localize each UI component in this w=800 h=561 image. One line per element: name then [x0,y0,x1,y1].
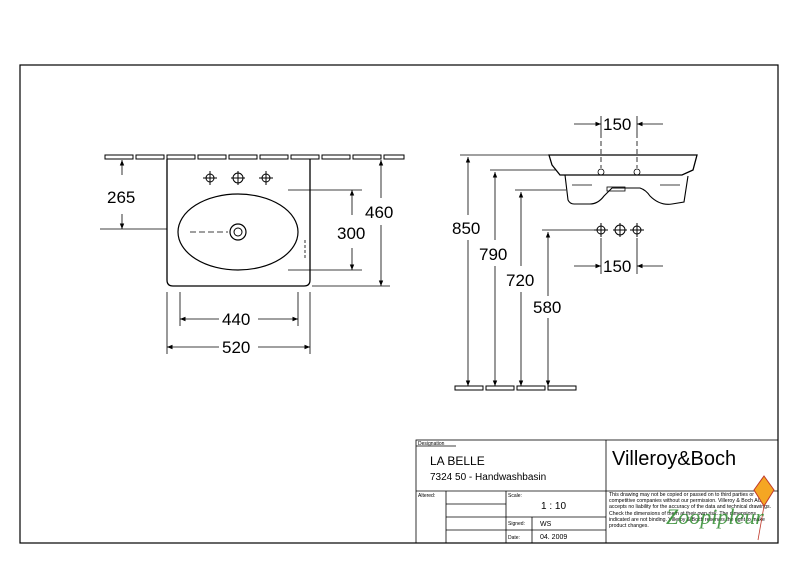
brand-logo: Villeroy&Boch [612,448,736,470]
front-view: 265 300 460 440 [100,154,405,357]
product-name: LA BELLE [430,454,485,468]
watermark-text: Zoopipleur [666,504,764,529]
date-value: 04. 2009 [540,534,567,541]
signed-value: WS [540,521,552,528]
dim-520 [166,292,311,354]
dim-label-265: 265 [107,188,135,207]
dim-label-720: 720 [506,271,534,290]
drawing-frame [19,64,779,544]
front-wall-line [104,154,405,160]
drain-icon [229,223,247,241]
dim-150-bottom [574,238,663,274]
dim-label-850: 850 [452,219,480,238]
dim-label-520: 520 [222,338,250,357]
tap-holes-front [203,171,273,185]
notice-text: This drawing may not be copied or passed… [609,492,772,530]
floor-line [454,385,577,391]
basin-outline-front [166,159,311,287]
dim-150-top [574,116,663,133]
dim-300 [288,189,362,271]
date-label: Date: [508,535,520,541]
dim-label-460: 460 [365,203,393,222]
designation-label: Designation [418,441,445,447]
dim-label-790: 790 [479,245,507,264]
dim-label-300: 300 [337,224,365,243]
side-view: 150 150 850 790 [452,115,698,391]
dim-label-150-top: 150 [603,115,631,134]
dim-440 [179,292,299,326]
dim-580 [542,229,594,386]
bowl-front [177,193,299,271]
basin-outline-side [548,154,698,176]
dim-720 [515,189,566,386]
dim-850 [460,154,549,386]
dim-label-440: 440 [222,310,250,329]
dim-label-150-bottom: 150 [603,257,631,276]
dim-label-580: 580 [533,298,561,317]
dim-460 [312,160,390,287]
watermark: Zoopipleur [666,475,775,541]
product-code: 7324 50 - Handwashbasin [430,472,546,483]
signed-label: Signed: [508,521,525,527]
bracket-side [564,174,689,205]
scale-value: 1 : 10 [541,501,566,512]
altered-label: Altered: [418,493,435,499]
dim-265 [100,160,167,230]
title-block [415,439,779,544]
dim-790 [490,169,556,386]
tap-holes-side [594,223,644,237]
scale-label: Scale: [508,493,522,499]
